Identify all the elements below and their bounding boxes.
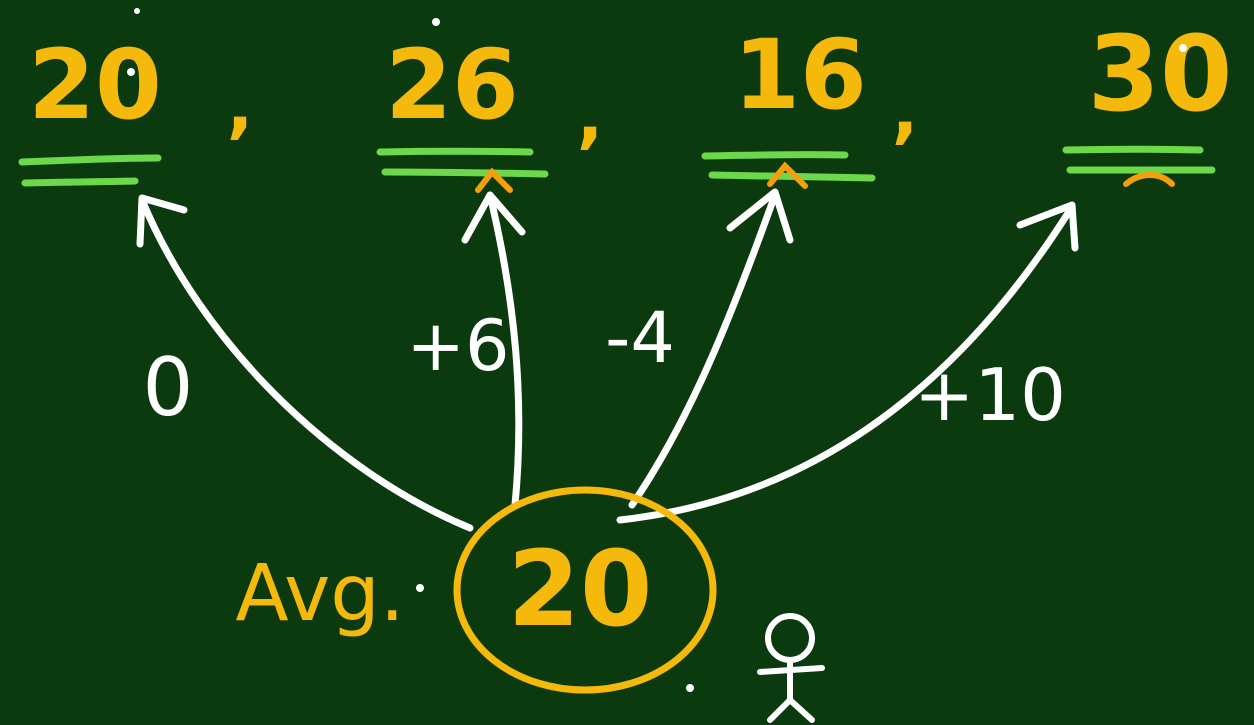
chalk-dot (1179, 44, 1187, 52)
arrow-tip-2 (475, 167, 513, 193)
chalk-dot (686, 684, 694, 692)
value-2: 26 (385, 29, 519, 141)
chalk-dot (127, 68, 135, 76)
average-value: 20 (508, 528, 653, 650)
stick-figure-icon (757, 613, 825, 723)
difference-label-1: 0 (143, 341, 194, 434)
arrow-tip-4 (1123, 172, 1175, 187)
average-label: Avg. (235, 549, 404, 639)
underline-1 (18, 154, 162, 187)
chalk-dot (432, 18, 440, 26)
chalk-dot (416, 584, 424, 592)
difference-label-2: +6 (406, 305, 509, 387)
value-4: 30 (1088, 13, 1233, 135)
arrow-to-value-1 (136, 194, 474, 532)
average-circle (453, 486, 717, 694)
chalk-dot (134, 8, 140, 14)
underline-2 (376, 147, 549, 178)
arrow-to-value-3 (628, 188, 794, 509)
value-3: 16 (733, 19, 867, 131)
comma-3: , (892, 70, 919, 152)
comma-2: , (577, 75, 604, 157)
arrow-to-value-2 (461, 191, 526, 509)
value-1: 20 (28, 29, 162, 141)
arrow-tip-3 (767, 161, 808, 189)
comma-1: , (227, 65, 254, 147)
arrow-to-value-4 (616, 201, 1079, 524)
underline-4 (1062, 145, 1216, 174)
difference-label-4: +10 (914, 353, 1066, 437)
difference-label-3: -4 (605, 297, 675, 379)
